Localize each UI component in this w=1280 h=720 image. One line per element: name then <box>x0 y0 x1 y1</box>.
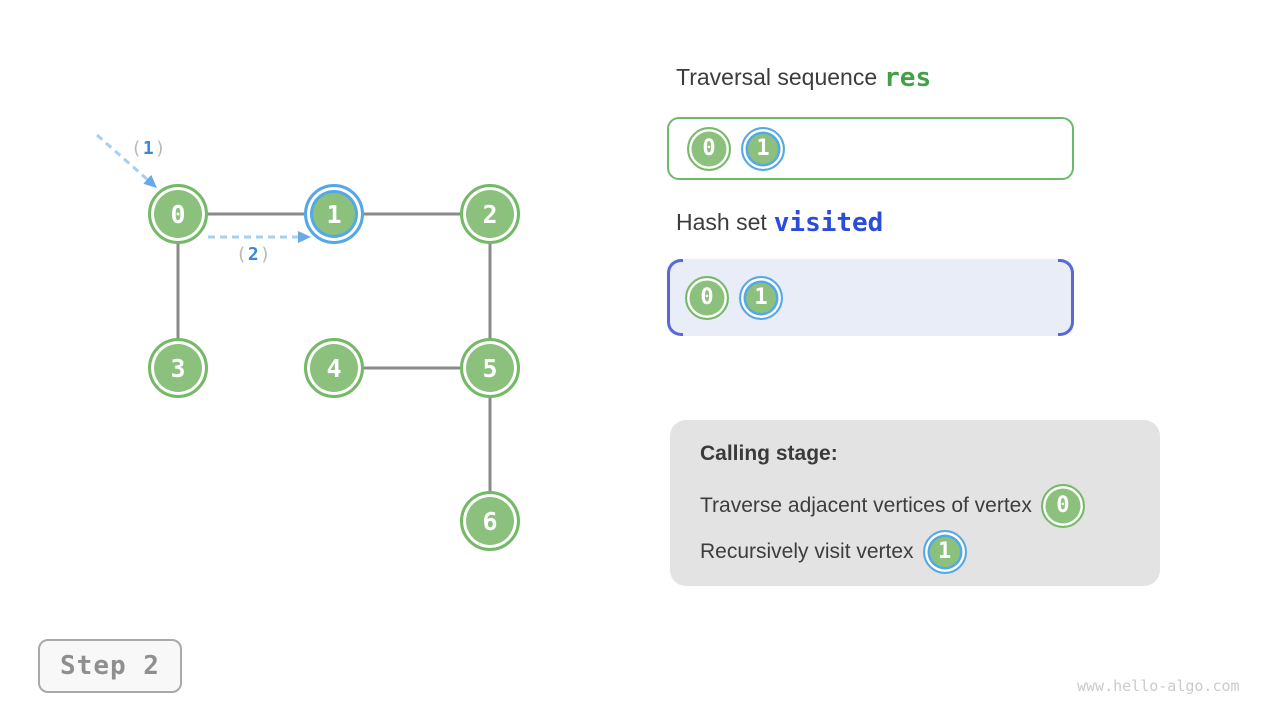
graph-node-1: 1 <box>304 184 364 244</box>
vertex-badge-0: 0 <box>1040 483 1085 528</box>
visited-item-0: 0 <box>685 275 729 320</box>
graph-node-6: 6 <box>460 491 520 551</box>
graph-node-0: 0 <box>148 184 208 244</box>
watermark-text: www.hello-algo.com <box>1077 677 1240 695</box>
graph-node-5: 5 <box>460 338 520 398</box>
res-variable-name: res <box>884 63 932 93</box>
calling-stage-line-2-text: Recursively visit vertex <box>700 539 914 563</box>
calling-stage-line-1: Traverse adjacent vertices of vertex 0 <box>700 483 1160 528</box>
graph-node-2: 2 <box>460 184 520 244</box>
visited-variable-name: visited <box>773 208 884 238</box>
annotation-paren: ) <box>154 138 167 159</box>
call-order-label-2: (2) <box>236 244 272 265</box>
visited-item-1: 1 <box>739 275 783 320</box>
res-item-1: 1 <box>741 126 785 171</box>
hash-set-title-text: Hash set <box>676 209 767 235</box>
traversal-sequence-title-text: Traversal sequence <box>676 64 878 90</box>
annotation-number: 2 <box>247 244 260 265</box>
annotation-paren: ( <box>236 244 248 265</box>
vertex-badge-1: 1 <box>922 529 967 574</box>
calling-stage-panel: Calling stage: Traverse adjacent vertice… <box>670 420 1160 586</box>
calling-stage-title: Calling stage: <box>700 442 838 465</box>
graph-node-4: 4 <box>304 338 364 398</box>
res-item-0: 0 <box>687 126 731 171</box>
annotation-number: 1 <box>142 138 155 159</box>
annotation-paren: ) <box>259 244 272 265</box>
calling-stage-line-2: Recursively visit vertex 1 <box>700 529 1160 574</box>
hash-set-right-bracket <box>1058 259 1074 336</box>
hash-set-box: 0 1 <box>667 259 1074 336</box>
calling-stage-line-1-text: Traverse adjacent vertices of vertex <box>700 493 1032 517</box>
annotation-paren: ( <box>131 138 143 159</box>
graph-node-3: 3 <box>148 338 208 398</box>
hash-set-left-bracket <box>667 259 683 336</box>
call-order-label-1: (1) <box>131 138 167 159</box>
step-label: Step 2 <box>38 639 182 693</box>
traversal-sequence-box: 0 1 <box>667 117 1074 180</box>
